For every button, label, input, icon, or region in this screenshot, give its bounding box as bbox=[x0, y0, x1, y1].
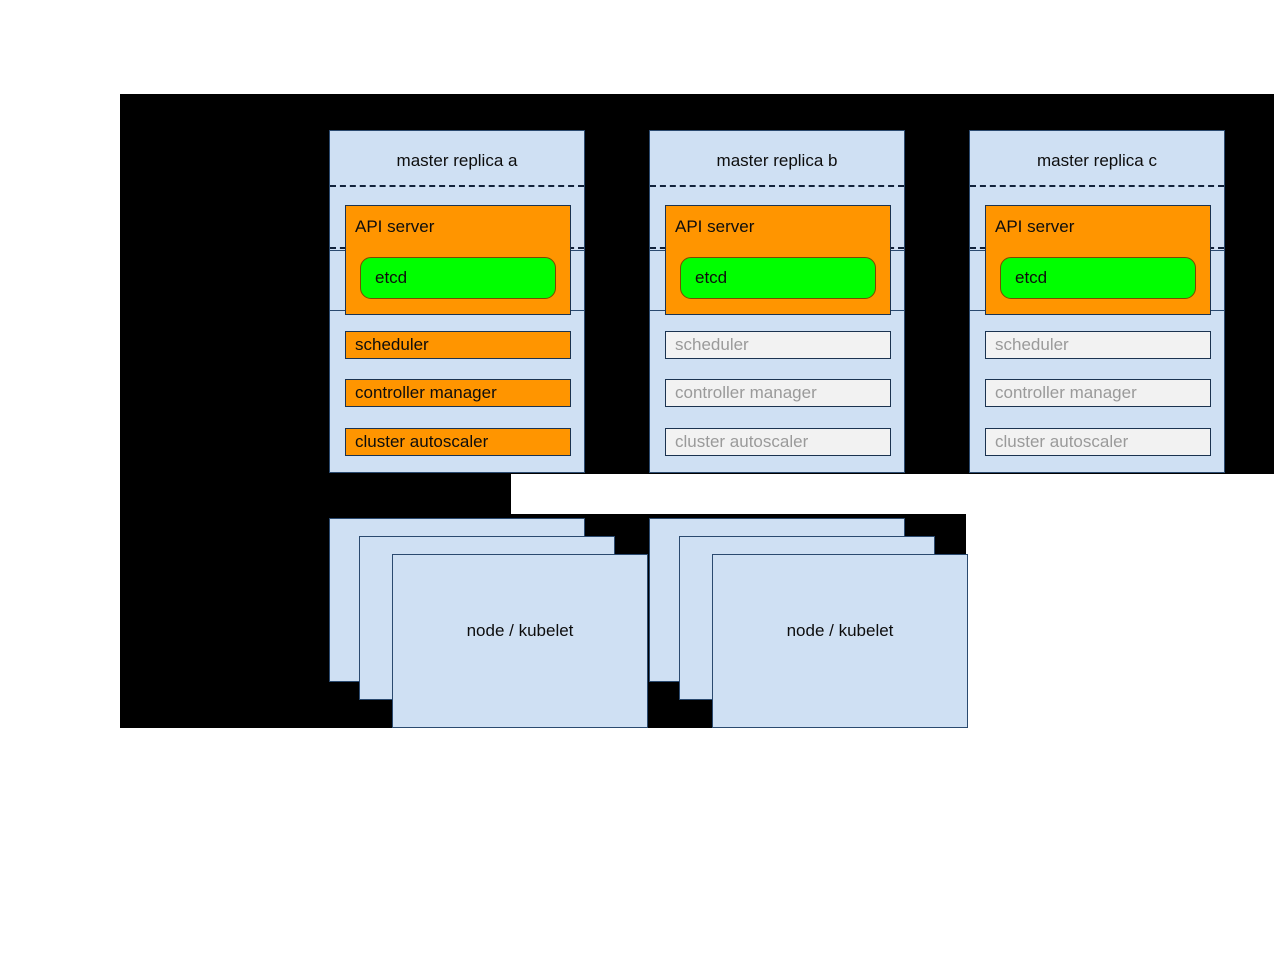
replica-b-controller-manager[interactable]: controller manager bbox=[665, 379, 891, 407]
replica-c-api-server-label: API server bbox=[995, 217, 1075, 236]
replica-b-cluster-autoscaler-label: cluster autoscaler bbox=[675, 432, 809, 451]
replica-a-scheduler-label: scheduler bbox=[355, 335, 429, 354]
replica-a-divider-top bbox=[330, 185, 584, 187]
replica-a-controller-manager-label: controller manager bbox=[355, 383, 497, 402]
master-replica-b[interactable]: master replica b API server etcd schedul… bbox=[649, 130, 905, 473]
replica-b-api-server-label: API server bbox=[675, 217, 755, 236]
replica-b-cluster-autoscaler[interactable]: cluster autoscaler bbox=[665, 428, 891, 456]
node-stack-1-label: node / kubelet bbox=[466, 621, 574, 640]
replica-c-controller-manager[interactable]: controller manager bbox=[985, 379, 1211, 407]
replica-a-scheduler[interactable]: scheduler bbox=[345, 331, 571, 359]
replica-c-cluster-autoscaler[interactable]: cluster autoscaler bbox=[985, 428, 1211, 456]
backdrop-midleft bbox=[120, 474, 511, 514]
master-replica-a[interactable]: master replica a API server etcd schedul… bbox=[329, 130, 585, 473]
replica-a-etcd-label: etcd bbox=[375, 268, 408, 287]
replica-c-scheduler[interactable]: scheduler bbox=[985, 331, 1211, 359]
node-stack-2-label: node / kubelet bbox=[786, 621, 894, 640]
master-replica-b-title: master replica b bbox=[716, 151, 838, 170]
replica-c-controller-manager-label: controller manager bbox=[995, 383, 1137, 402]
replica-a-api-server-label: API server bbox=[355, 217, 435, 236]
master-replica-a-title: master replica a bbox=[396, 151, 518, 170]
replica-b-scheduler[interactable]: scheduler bbox=[665, 331, 891, 359]
replica-c-scheduler-label: scheduler bbox=[995, 335, 1069, 354]
replica-c-etcd[interactable]: etcd bbox=[1000, 257, 1196, 299]
master-replica-c-title: master replica c bbox=[1037, 151, 1157, 170]
replica-c-divider-top bbox=[970, 185, 1224, 187]
replica-a-controller-manager[interactable]: controller manager bbox=[345, 379, 571, 407]
node-stack-2-card-front[interactable]: node / kubelet bbox=[712, 554, 968, 728]
replica-a-etcd[interactable]: etcd bbox=[360, 257, 556, 299]
replica-c-etcd-label: etcd bbox=[1015, 268, 1048, 287]
master-replica-c[interactable]: master replica c API server etcd schedul… bbox=[969, 130, 1225, 473]
white-gap-band bbox=[511, 474, 1280, 514]
replica-a-cluster-autoscaler[interactable]: cluster autoscaler bbox=[345, 428, 571, 456]
replica-b-scheduler-label: scheduler bbox=[675, 335, 749, 354]
replica-b-etcd[interactable]: etcd bbox=[680, 257, 876, 299]
node-stack-1-card-front[interactable]: node / kubelet bbox=[392, 554, 648, 728]
replica-b-controller-manager-label: controller manager bbox=[675, 383, 817, 402]
replica-c-cluster-autoscaler-label: cluster autoscaler bbox=[995, 432, 1129, 451]
replica-b-etcd-label: etcd bbox=[695, 268, 728, 287]
replica-a-cluster-autoscaler-label: cluster autoscaler bbox=[355, 432, 489, 451]
replica-b-divider-top bbox=[650, 185, 904, 187]
